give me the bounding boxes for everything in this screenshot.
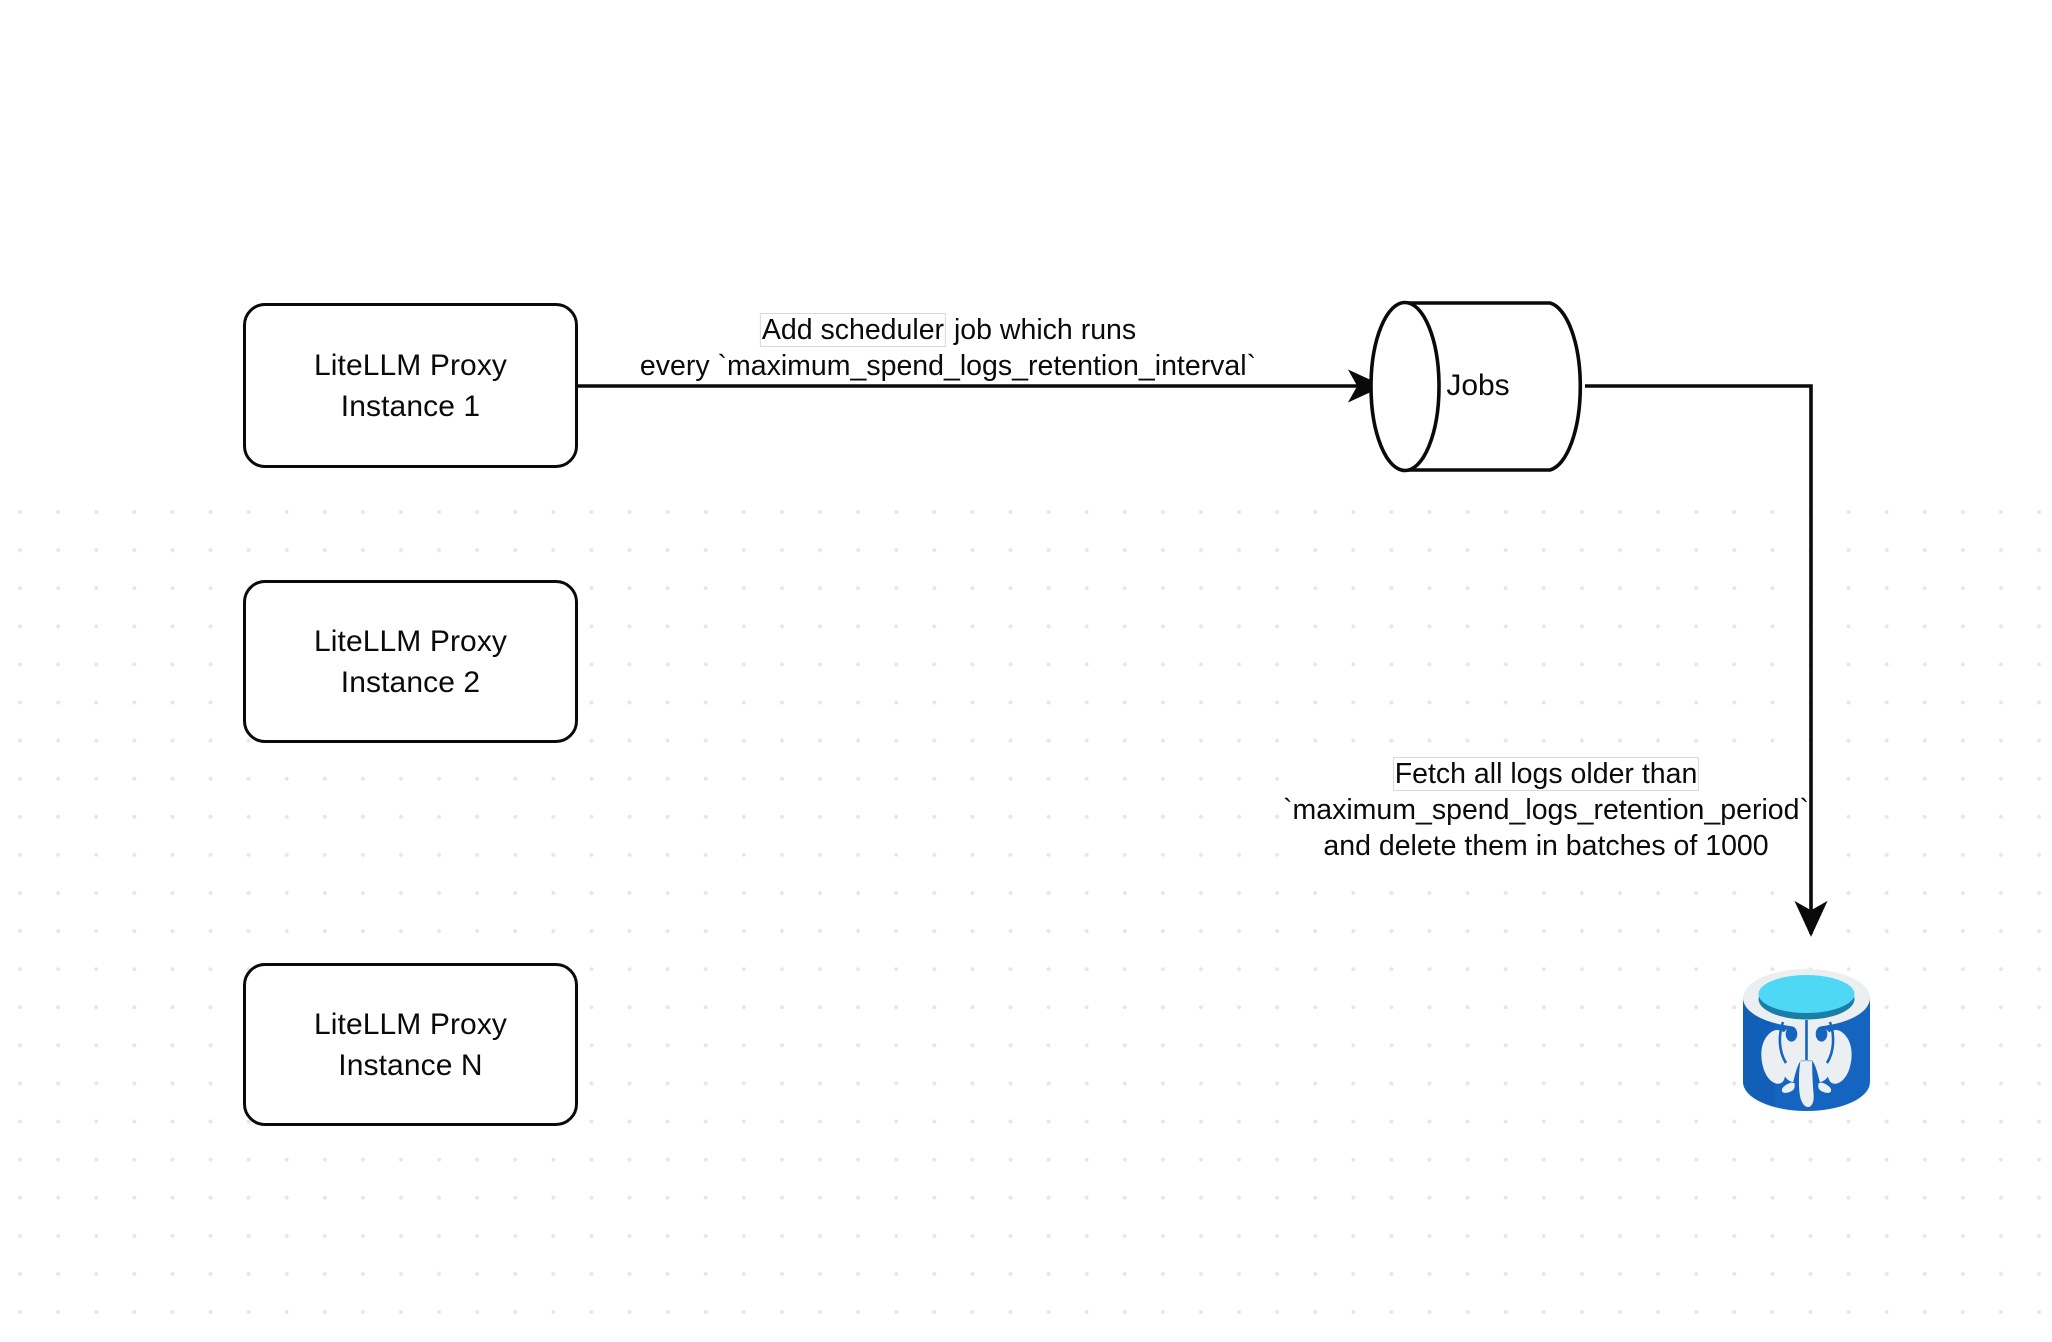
node-proxy-instance-1[interactable]: LiteLLM Proxy Instance 1 — [243, 303, 578, 468]
edge-fetch-delete-line2: `maximum_spend_logs_retention_period` — [1283, 794, 1809, 826]
edge-fetch-delete-label: Fetch all logs older than `maximum_spend… — [1283, 756, 1809, 864]
node-proxy-1-line1: LiteLLM Proxy — [313, 348, 508, 382]
node-proxy-instance-2[interactable]: LiteLLM Proxy Instance 2 — [243, 580, 578, 743]
node-proxy-1-line2: Instance 1 — [340, 389, 481, 423]
edge-scheduler-label-line2: every `maximum_spend_logs_retention_inte… — [639, 350, 1257, 382]
postgresql-elephant-icon — [1743, 969, 1870, 1111]
edge-scheduler-label-highlight: Add scheduler — [759, 313, 947, 347]
edge-fetch-delete-highlight: Fetch all logs older than — [1392, 757, 1700, 791]
node-proxy-instance-n[interactable]: LiteLLM Proxy Instance N — [243, 963, 578, 1126]
edge-fetch-delete-line1: Fetch all logs older than — [1283, 756, 1809, 792]
node-proxy-2-line1: LiteLLM Proxy — [313, 624, 508, 658]
edge-scheduler-label-line1-rest: job which runs — [946, 314, 1137, 346]
node-proxy-n-line1: LiteLLM Proxy — [313, 1007, 508, 1041]
edge-scheduler-label-line1: Add scheduler job which runs — [640, 312, 1256, 348]
node-proxy-2-line2: Instance 2 — [340, 665, 481, 699]
node-proxy-n-line2: Instance N — [338, 1048, 483, 1082]
edge-scheduler-label: Add scheduler job which runs every `maxi… — [639, 312, 1257, 384]
node-jobs-label: Jobs — [1446, 369, 1510, 402]
edge-fetch-delete-line3: and delete them in batches of 1000 — [1323, 830, 1769, 862]
